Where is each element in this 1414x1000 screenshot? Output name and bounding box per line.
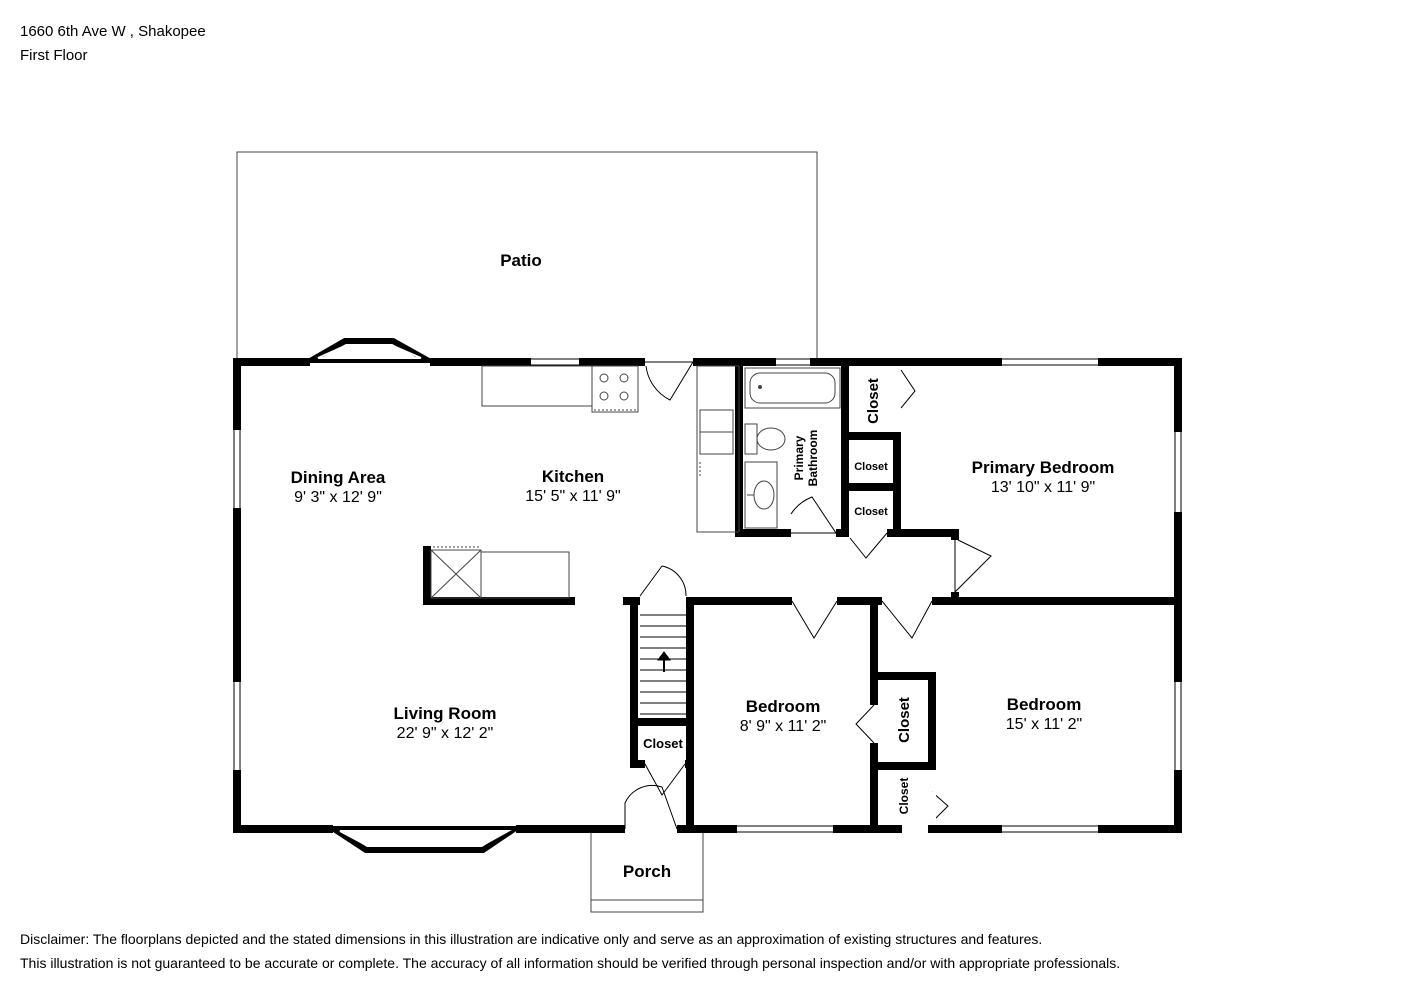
closet-label-bedroom-right: Closet (897, 778, 911, 815)
bedroom-right-label: Bedroom (1007, 695, 1082, 714)
windows (233, 358, 1182, 833)
floor-label: First Floor (20, 47, 88, 64)
kitchen-dims: 15' 5" x 11' 9" (525, 488, 620, 505)
disclaimer-line-2: This illustration is not guaranteed to b… (20, 955, 1121, 971)
closet-label-bedroom-mid: Closet (896, 697, 913, 743)
porch-label: Porch (623, 862, 671, 881)
bay-window-top (300, 338, 439, 366)
doors (624, 357, 992, 834)
stairs (640, 614, 686, 715)
exterior-walls (233, 358, 1182, 833)
bedroom-mid-dims: 8' 9" x 11' 2" (740, 718, 827, 735)
dining-area-label: Dining Area (291, 468, 386, 487)
dining-area-dims: 9' 3" x 12' 9" (294, 489, 382, 506)
address-label: 1660 6th Ave W , Shakopee (20, 23, 206, 40)
closet-label-primary: Closet (865, 378, 882, 424)
closet-label-stairs: Closet (643, 736, 683, 751)
bedroom-right-dims: 15' x 11' 2" (1006, 716, 1082, 733)
closet-label-bath-upper: Closet (854, 461, 888, 473)
primary-bedroom-label: Primary Bedroom (972, 458, 1115, 477)
kitchen-label: Kitchen (542, 467, 604, 486)
disclaimer-line-1: Disclaimer: The floorplans depicted and … (20, 931, 1043, 947)
primary-bedroom-dims: 13' 10" x 11' 9" (991, 479, 1095, 496)
patio-area (236, 151, 818, 360)
primary-bathroom-label-line1: Primary (792, 435, 806, 480)
bay-window-bottom (323, 825, 524, 853)
primary-bathroom-label-line2: Bathroom (806, 430, 820, 487)
patio-label: Patio (500, 251, 542, 270)
kitchen-fixtures (430, 365, 740, 599)
closet-label-bath-lower: Closet (854, 506, 888, 518)
living-room-dims: 22' 9" x 12' 2" (397, 725, 494, 742)
bathroom-fixtures (744, 367, 841, 529)
living-room-label: Living Room (394, 704, 497, 723)
interior-walls (423, 358, 1182, 833)
porch-area (590, 830, 704, 913)
bedroom-mid-label: Bedroom (746, 697, 821, 716)
